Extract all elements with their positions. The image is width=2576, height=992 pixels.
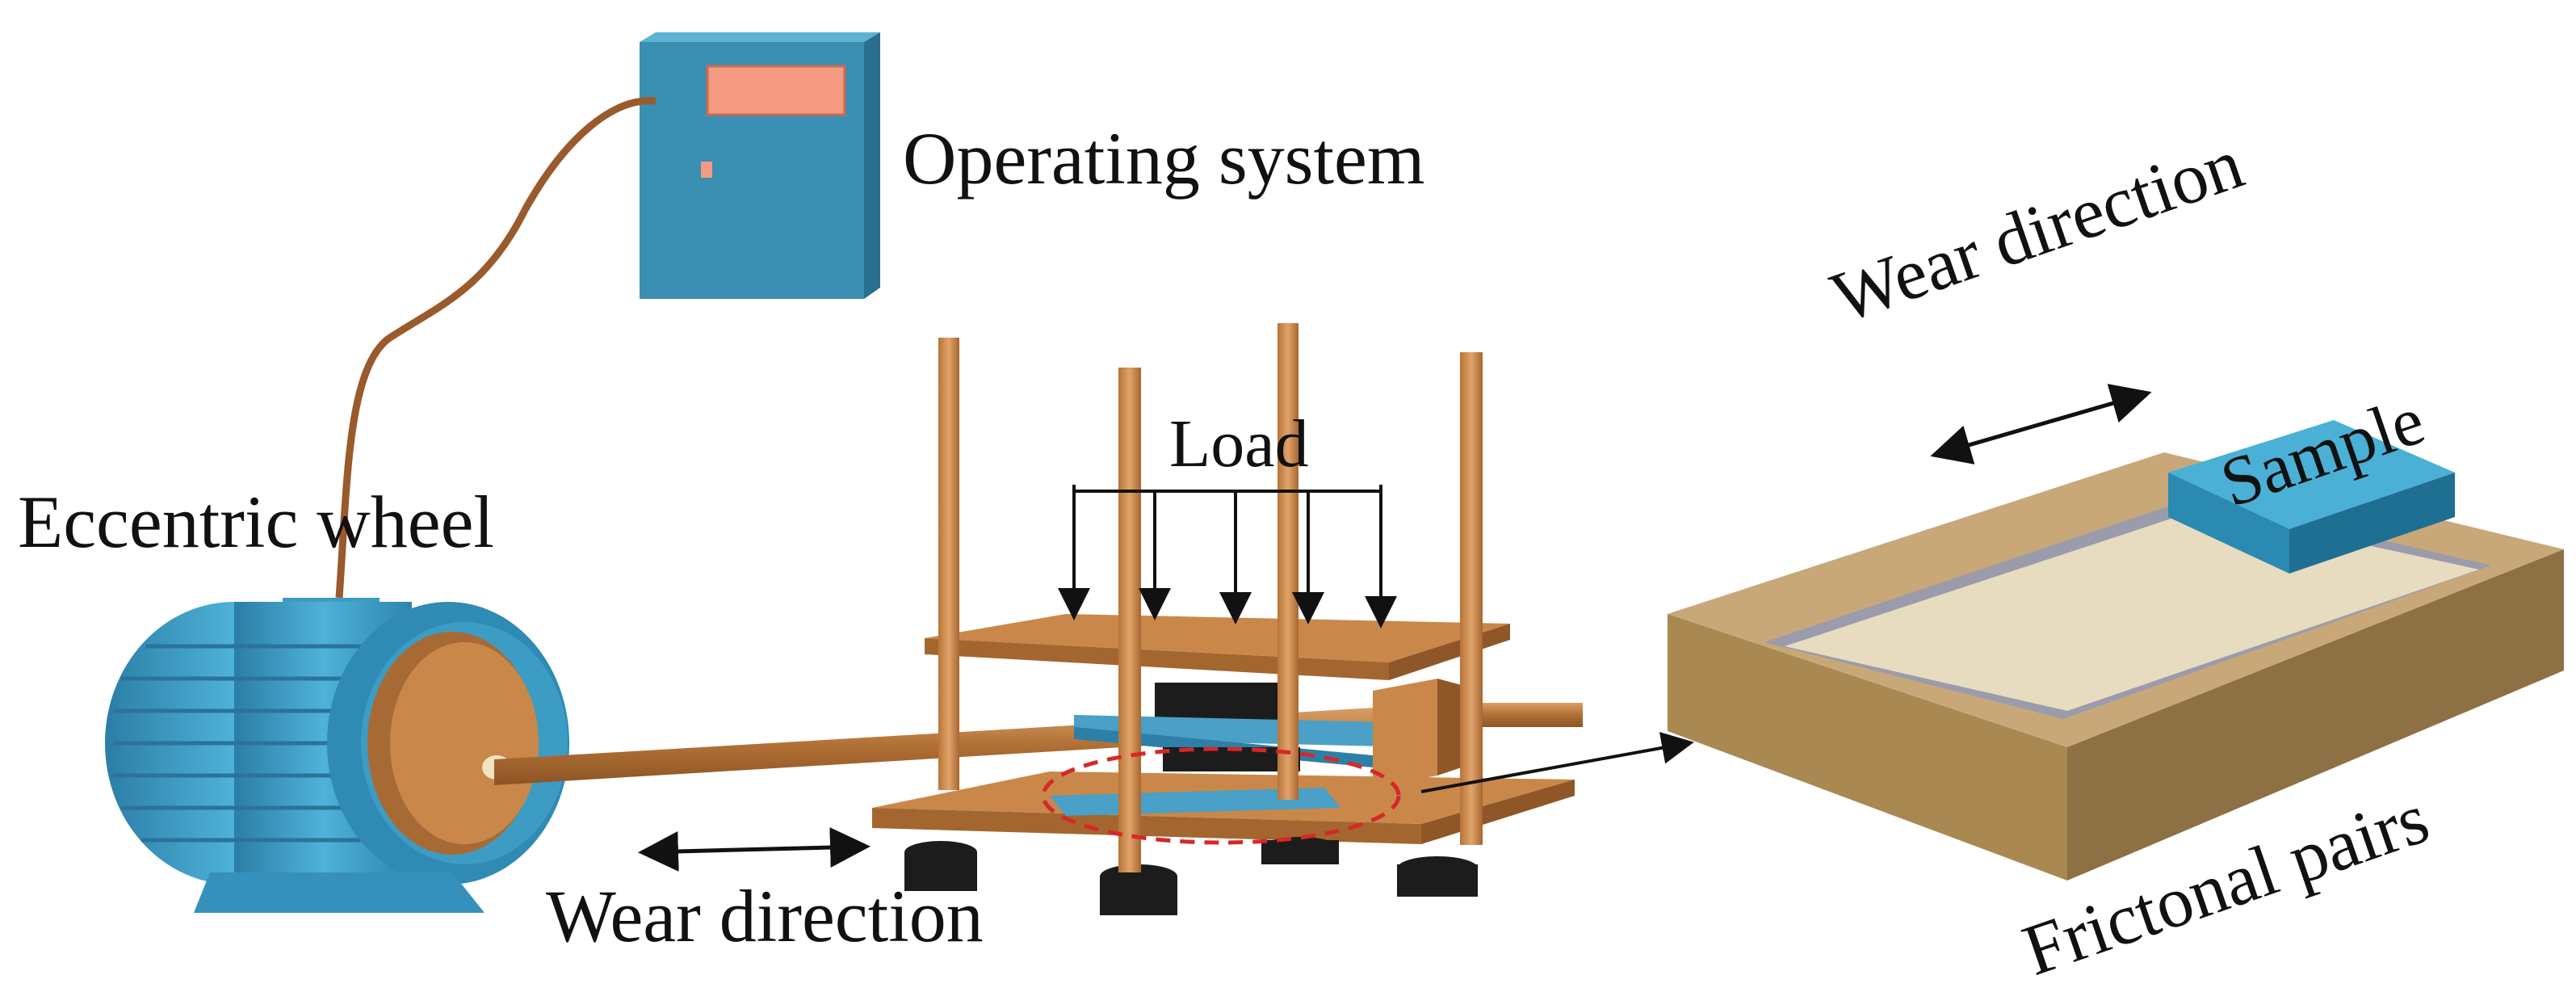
highlight-ellipse — [1041, 746, 1401, 845]
label-eccentric-wheel: Eccentric wheel — [18, 481, 494, 563]
eccentric-wheel — [367, 632, 539, 855]
rubber-feet — [904, 837, 1478, 915]
callout-arrow — [1420, 732, 1694, 793]
guide-posts — [938, 323, 1483, 872]
sample-block — [2168, 420, 2455, 574]
label-load: Load — [1169, 406, 1309, 481]
control-box — [640, 32, 880, 299]
power-cable — [335, 97, 657, 599]
label-wear-direction-bottom: Wear direction — [546, 875, 984, 957]
control-screen — [706, 65, 846, 116]
control-button — [701, 162, 712, 178]
upper-platform — [925, 614, 1510, 680]
wear-direction-arrow-bottom — [638, 827, 871, 872]
load-arrows — [1058, 491, 1397, 628]
label-operating-system: Operating system — [903, 117, 1425, 200]
wear-direction-arrow-right — [1930, 384, 2152, 464]
load-bracket — [1072, 485, 1382, 493]
